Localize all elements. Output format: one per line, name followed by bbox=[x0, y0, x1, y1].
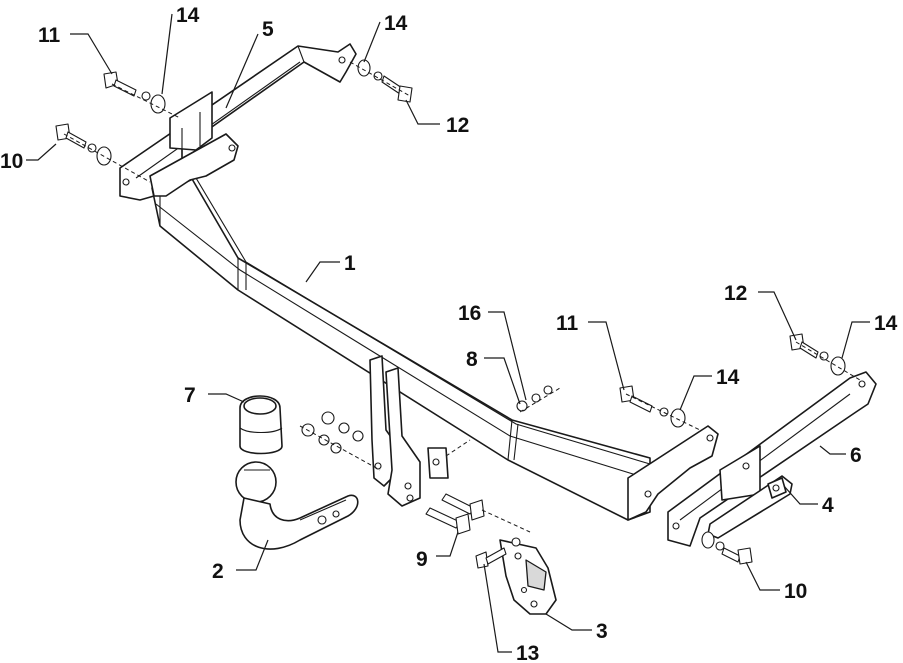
callout-9: 9 bbox=[416, 548, 428, 571]
callout-1: 1 bbox=[344, 252, 356, 275]
callout-11-middle: 11 bbox=[556, 312, 579, 335]
callout-16: 16 bbox=[458, 302, 481, 325]
bolt-10-right bbox=[701, 531, 753, 565]
callout-13: 13 bbox=[516, 642, 539, 663]
callout-14-top-right: 14 bbox=[384, 12, 408, 35]
nut-16-and-8 bbox=[516, 385, 553, 412]
right-beam-mounting-plate bbox=[627, 425, 719, 521]
callout-11-top-left: 11 bbox=[38, 24, 61, 47]
callout-8: 8 bbox=[466, 348, 478, 371]
callout-12-top: 12 bbox=[446, 114, 469, 137]
main-cross-beam bbox=[149, 133, 651, 521]
callout-12-right: 12 bbox=[724, 282, 747, 305]
centre-hitch-bracket bbox=[369, 355, 449, 507]
ball-cover-cap bbox=[239, 395, 283, 455]
right-side-bracket bbox=[667, 371, 877, 547]
callout-3: 3 bbox=[596, 620, 608, 643]
callout-4: 4 bbox=[822, 494, 834, 517]
leader-lines bbox=[26, 13, 870, 653]
callout-10-right: 10 bbox=[784, 580, 807, 603]
bolt-12-top bbox=[357, 59, 413, 103]
callout-2: 2 bbox=[212, 560, 224, 583]
callout-14-top-left: 14 bbox=[176, 4, 200, 27]
callout-5: 5 bbox=[262, 18, 274, 41]
socket-plate bbox=[499, 539, 557, 615]
callout-7: 7 bbox=[184, 384, 196, 407]
tow-ball-neck bbox=[235, 461, 359, 550]
bolts-9 bbox=[425, 493, 485, 535]
callout-14-right: 14 bbox=[874, 312, 898, 335]
callout-numbers: 11 14 5 14 12 10 1 16 8 7 2 9 13 3 11 14… bbox=[0, 4, 898, 663]
bolt-13 bbox=[475, 537, 521, 569]
assembly-lines bbox=[63, 61, 861, 533]
callout-6: 6 bbox=[850, 444, 862, 467]
ball-nuts bbox=[301, 411, 364, 454]
callout-14-middle: 14 bbox=[716, 366, 740, 389]
callout-10-left: 10 bbox=[0, 150, 23, 173]
bolt-11-left bbox=[103, 71, 166, 114]
